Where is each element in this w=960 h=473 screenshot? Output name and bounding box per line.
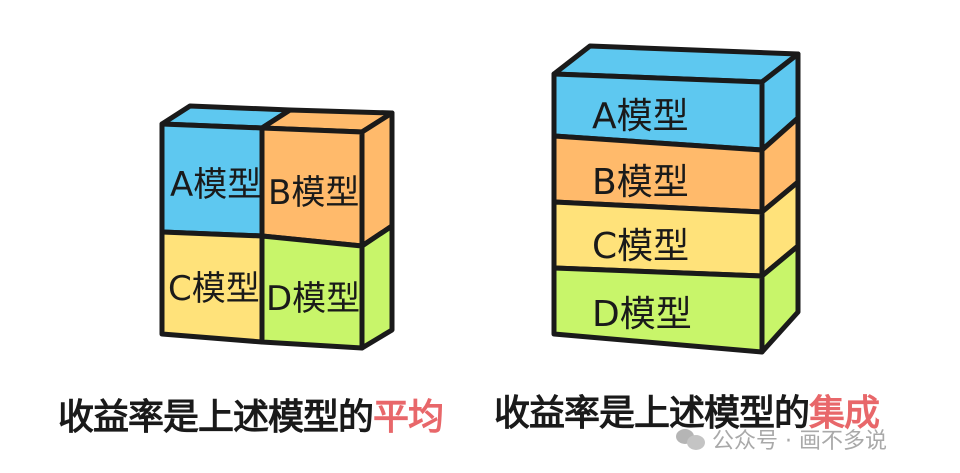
layer-d-label: D模型 [592,294,692,335]
watermark: 公众号 · 画不多说 [676,423,887,455]
layer-c-label: C模型 [592,226,689,267]
right-caption-accent: 集成 [809,393,880,434]
watermark-text: 公众号 · 画不多说 [712,429,887,454]
cell-c-label: C模型 [168,269,260,309]
left-grid-cube [159,103,395,351]
left-caption-accent: 平均 [373,397,444,438]
right-stack-cube [551,43,801,355]
cell-d-front [259,233,365,351]
right-caption-main: 收益率是上述模型的 [494,393,810,434]
left-caption: 收益率是上述模型的平均 [58,388,444,440]
layer-a-label: A模型 [592,96,689,137]
layer-b-label: B模型 [592,162,689,203]
wechat-icon [676,427,706,451]
cell-d-side [359,223,395,351]
layer-d-front [551,265,765,355]
left-caption-main: 收益率是上述模型的 [58,397,374,438]
cell-a-label: A模型 [170,165,261,205]
cell-d-label: D模型 [266,279,360,319]
right-caption: 收益率是上述模型的集成 [494,384,880,436]
cell-b-label: B模型 [268,173,359,213]
